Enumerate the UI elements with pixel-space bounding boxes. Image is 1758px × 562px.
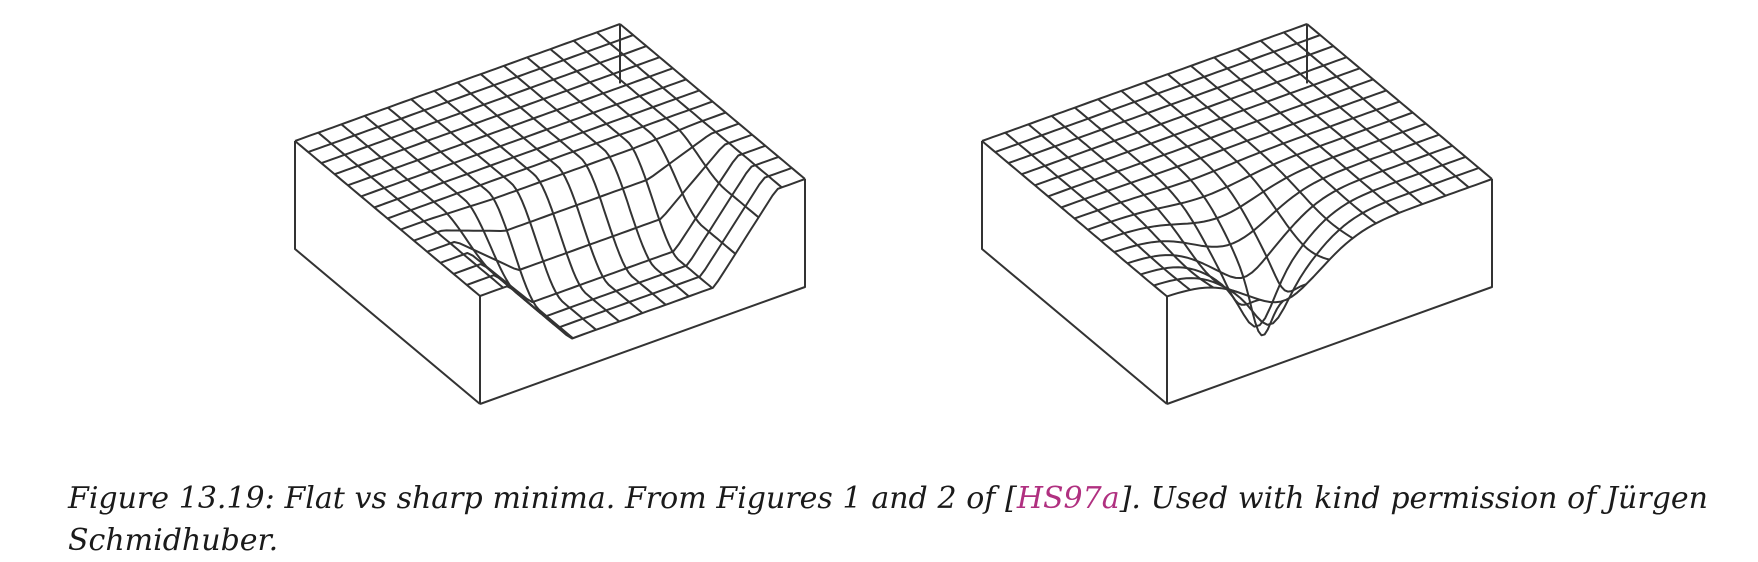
surface-mesh-line <box>480 73 667 306</box>
surface-mesh-line <box>1120 90 1307 293</box>
figure-illustration <box>294 23 1493 405</box>
surface-mesh-line <box>410 98 597 331</box>
caption-prefix: Figure 13.19: Flat vs sharp minima. From… <box>68 481 1017 516</box>
box-front-left-edge <box>981 141 1168 405</box>
box-front-left-edge <box>294 141 481 405</box>
surface-mesh-line <box>453 155 779 318</box>
box-front-right-edge <box>1166 179 1493 405</box>
surface-mesh-line <box>1167 73 1354 240</box>
surface-mesh-line <box>526 56 713 289</box>
surface-mesh-line <box>479 178 806 340</box>
surface-mesh-line <box>549 48 737 255</box>
figure-caption: Figure 13.19: Flat vs sharp minima. From… <box>68 478 1708 562</box>
surface-mesh-line <box>1190 65 1377 225</box>
sharp-minimum-surface <box>981 23 1493 405</box>
flat-minimum-surface <box>294 23 806 405</box>
surface-mesh-line <box>1236 48 1424 205</box>
surface-mesh-line <box>1306 23 1493 180</box>
surface-mesh-line <box>503 65 690 298</box>
surface-mesh-line <box>619 23 806 180</box>
surface-mesh-line <box>1074 106 1261 306</box>
surface-mesh-line <box>1259 39 1447 197</box>
surface-mesh-line <box>1140 155 1466 328</box>
citation-link[interactable]: HS97a <box>1016 481 1120 516</box>
surface-mesh-line <box>1004 131 1191 291</box>
surface-mesh-line <box>387 106 574 339</box>
surface-mesh-line <box>1143 81 1330 261</box>
surface-mesh-line <box>456 81 644 314</box>
surface-mesh-line <box>1113 133 1440 253</box>
surface-mesh-line <box>596 31 783 189</box>
minima-surface-plots <box>294 23 1493 405</box>
surface-mesh-line <box>294 140 481 297</box>
surface-mesh-line <box>981 140 1168 298</box>
box-front-right-edge <box>479 179 806 405</box>
surface-mesh-line <box>317 131 504 289</box>
surface-mesh-line <box>1027 123 1214 289</box>
surface-mesh-line <box>572 39 760 219</box>
surface-mesh-line <box>1283 31 1470 189</box>
surface-mesh-line <box>1213 56 1400 214</box>
surface-mesh-line <box>1097 98 1284 337</box>
surface-mesh-line <box>340 123 528 302</box>
surface-mesh-line <box>433 90 620 323</box>
surface-mesh-line <box>1050 115 1237 293</box>
surface-mesh-line <box>363 115 551 322</box>
caption-suffix: ]. Used with kind permission of Jürgen S… <box>68 481 1708 558</box>
